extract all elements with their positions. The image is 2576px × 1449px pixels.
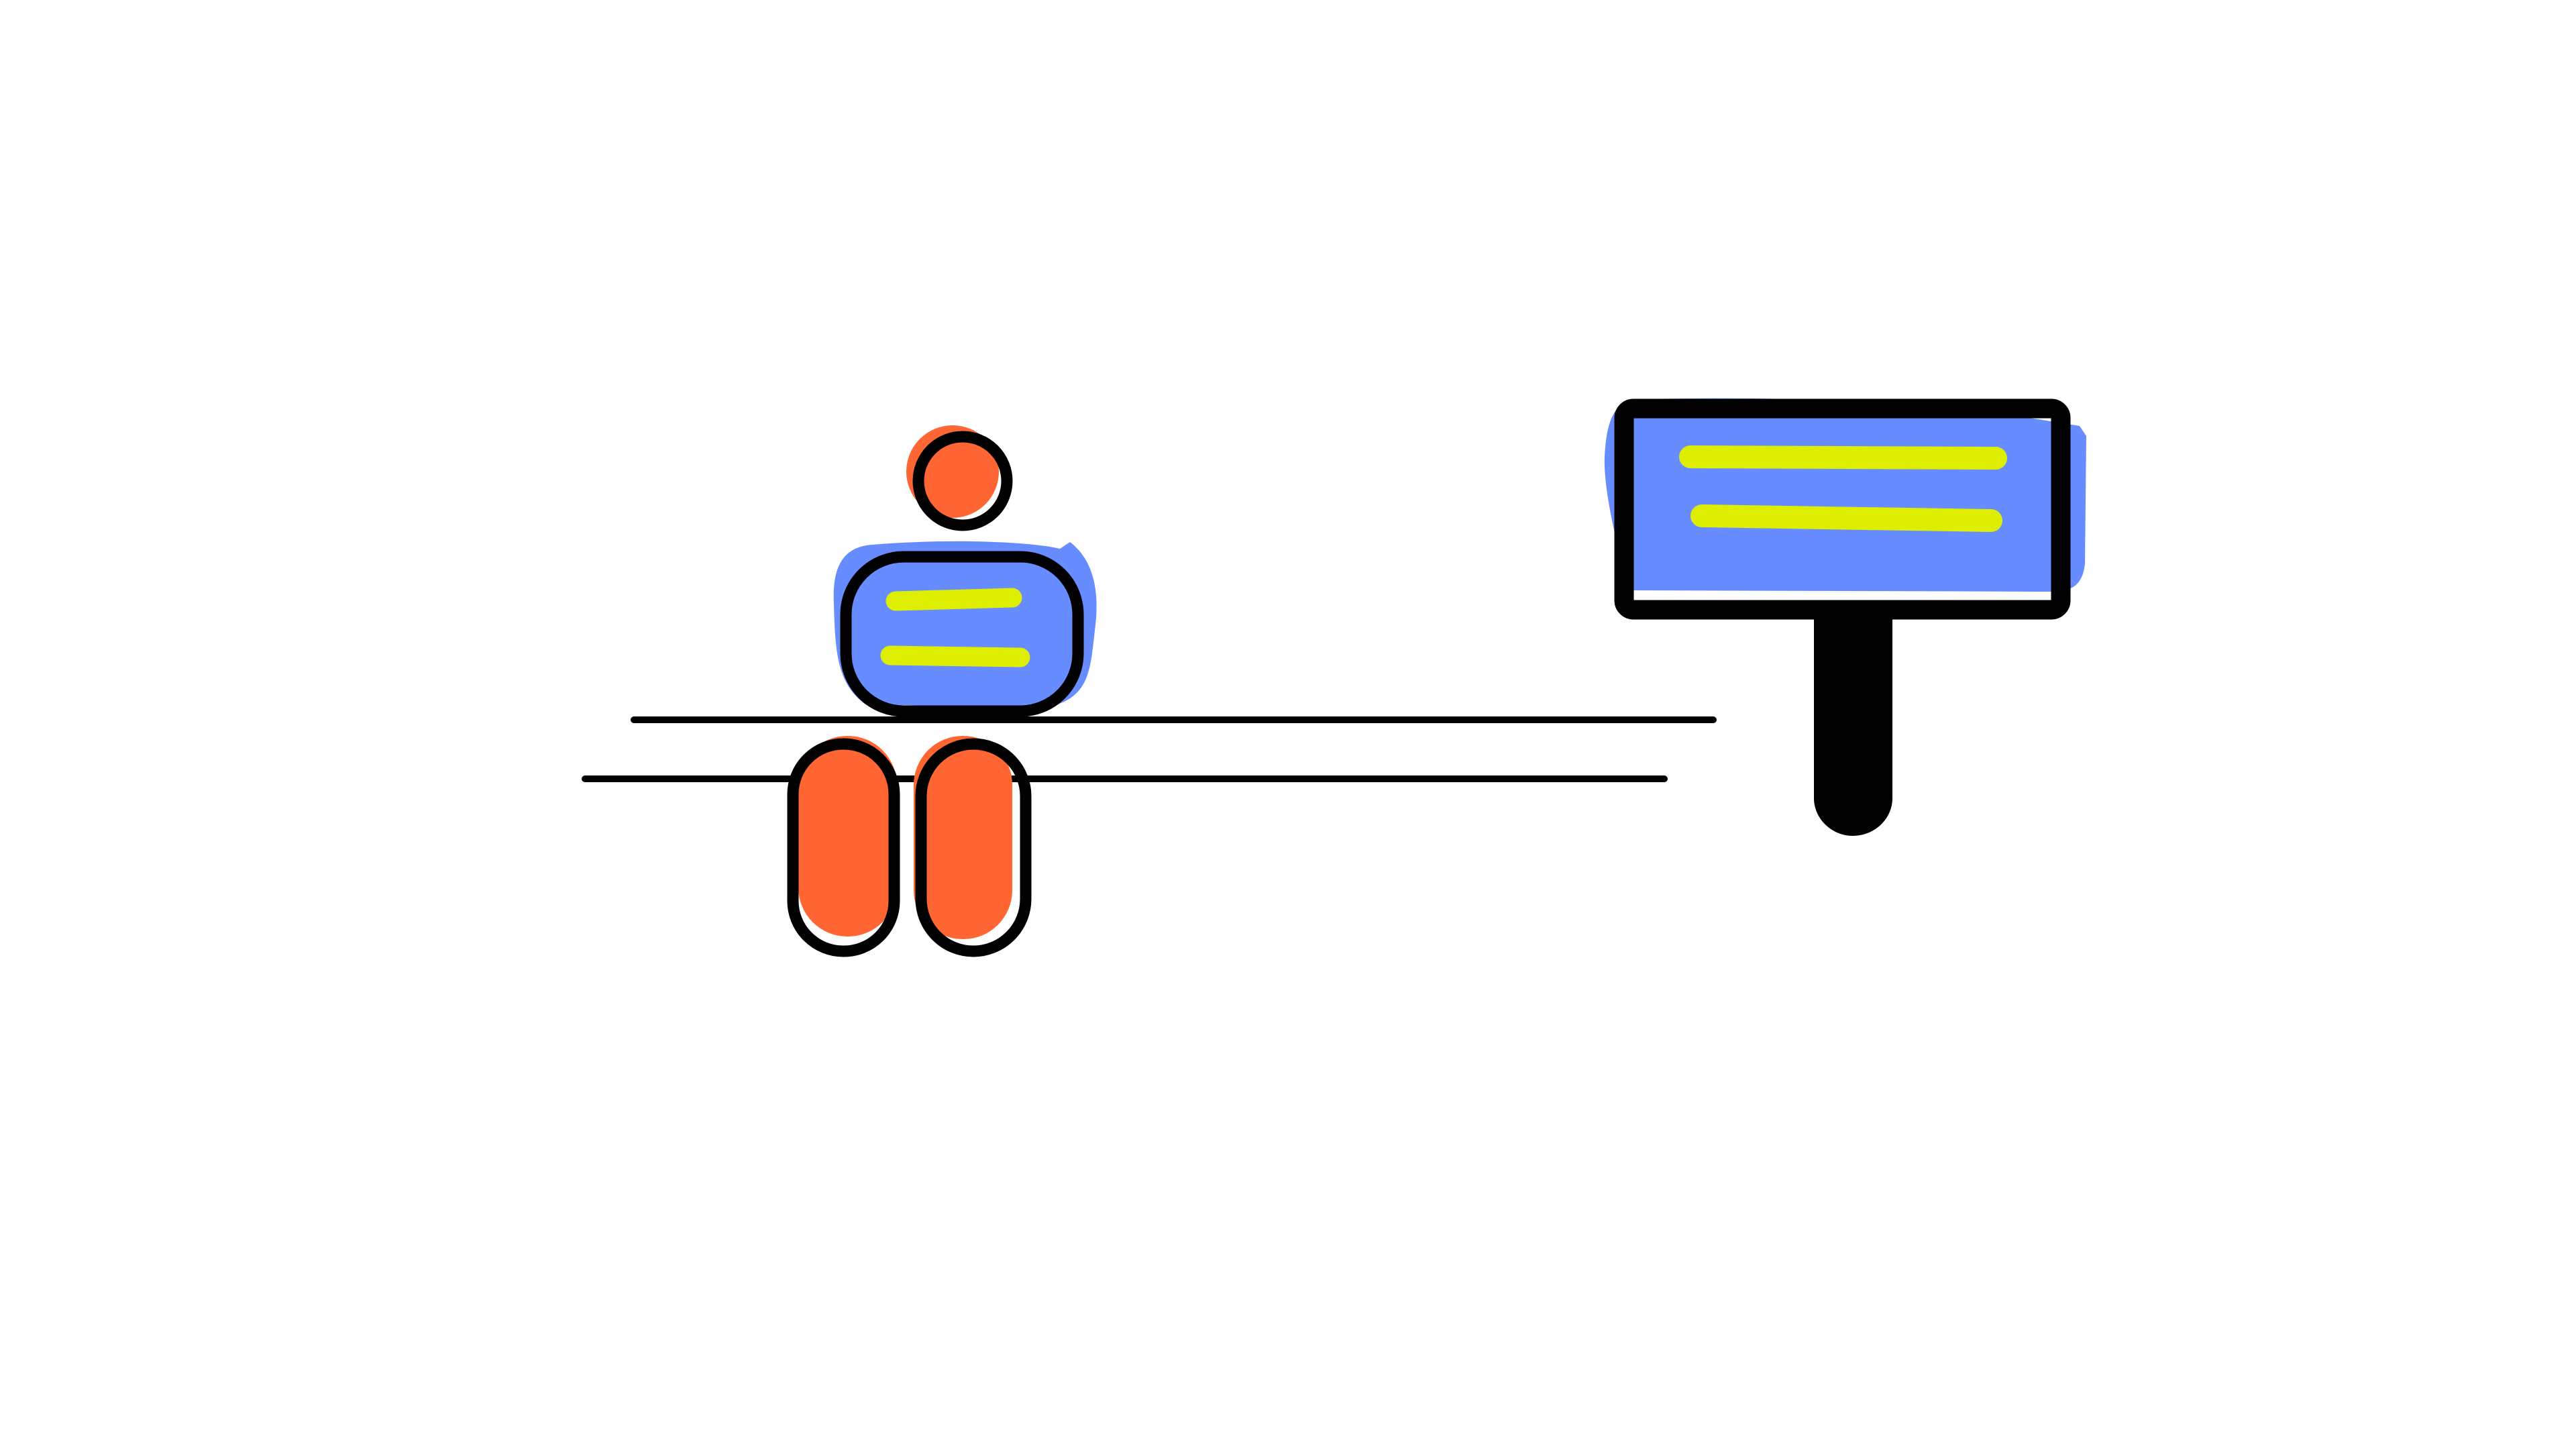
bench — [582, 716, 1717, 782]
sign-post — [1814, 614, 1892, 836]
left-leg-outline — [787, 738, 900, 957]
sign-frame — [1614, 398, 2071, 620]
left-leg-fill — [798, 736, 897, 936]
body-stripe-2 — [880, 645, 1030, 667]
right-leg-outline — [915, 738, 1032, 957]
body-fill — [833, 541, 1097, 708]
head-outline — [912, 431, 1013, 531]
sign-stripe-1 — [1679, 445, 2007, 470]
person-figure — [787, 425, 1097, 957]
sign-board — [1604, 398, 2086, 836]
sign-fill — [1604, 398, 2086, 592]
body-stripe-1 — [885, 588, 1022, 611]
body-outline — [840, 551, 1084, 717]
right-leg-fill — [914, 736, 1012, 939]
sign-stripe-2 — [1690, 504, 2002, 532]
